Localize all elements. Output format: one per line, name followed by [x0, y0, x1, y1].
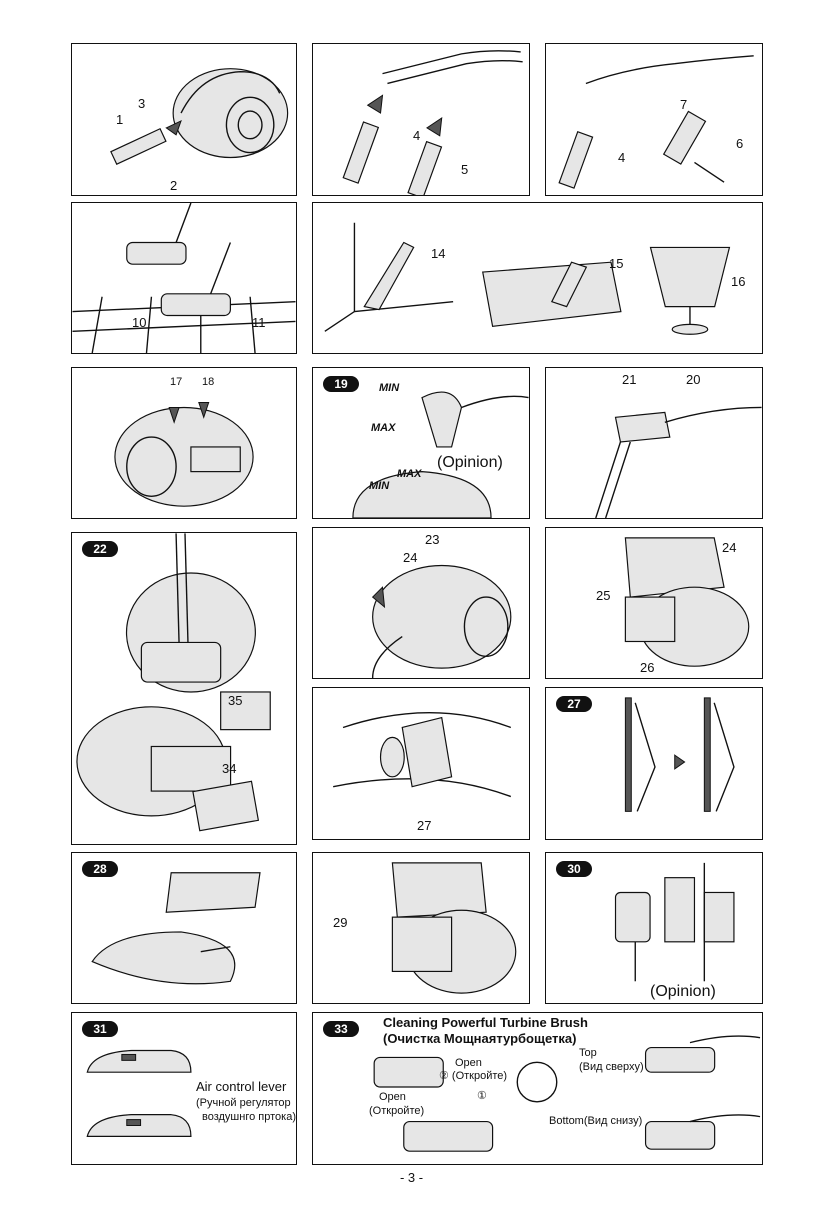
tool-holder-illustration	[614, 862, 735, 982]
new-bag-illustration	[91, 872, 261, 985]
part-label-2: 2	[170, 178, 178, 193]
bag-frame-illustration	[624, 697, 735, 812]
panel-hose-handle: 21 20	[545, 367, 763, 519]
part-label-5: 5	[461, 162, 469, 177]
part-label-34: 34	[222, 761, 237, 776]
page-number: - 3 -	[399, 1170, 424, 1185]
open-label-2-ru: (Откройте)	[369, 1105, 425, 1117]
top-view-label: Top	[579, 1047, 597, 1059]
panel-dust-box: 29	[312, 852, 530, 1004]
part-label-21: 21	[622, 372, 637, 387]
part-label-29: 29	[333, 915, 348, 930]
open-label-2: Open	[379, 1091, 406, 1103]
open-label-1-ru: ② (Откройте)	[439, 1070, 508, 1082]
part-label-24b: 24	[722, 540, 737, 555]
step-badge-22: 22	[82, 541, 118, 557]
turbine-brush-illustration	[373, 1035, 761, 1152]
part-label-14: 14	[431, 246, 446, 261]
panel-bag-holder: 27	[312, 687, 530, 840]
step-badge-28: 28	[82, 861, 118, 877]
part-label-4: 4	[413, 128, 421, 143]
bottom-view-label: Bottom(Вид снизу)	[549, 1115, 643, 1127]
opinion-note-2: (Opinion)	[650, 983, 716, 1000]
part-label-27: 27	[417, 818, 432, 833]
part-label-20: 20	[686, 372, 701, 387]
part-label-11: 11	[252, 315, 266, 330]
step-badge-33: 33	[323, 1021, 359, 1037]
part-label-23: 23	[425, 532, 440, 547]
hose-handle-illustration	[595, 406, 762, 518]
panel-tube-connection: 4 5	[312, 43, 530, 196]
part-label-24: 24	[403, 550, 418, 565]
power-switch-illustration	[114, 402, 254, 507]
vacuum-hose-illustration	[110, 68, 289, 165]
part-label-1: 1	[116, 112, 124, 127]
step-badge-27: 27	[556, 696, 592, 712]
max-label-2: MAX	[397, 468, 422, 480]
step-1-marker: ①	[477, 1090, 487, 1102]
part-label-35: 35	[228, 693, 243, 708]
part-label-15: 15	[609, 256, 624, 271]
panel-new-bag: 28	[71, 852, 297, 1004]
min-label-2: MIN	[369, 480, 390, 492]
step-badge-31: 31	[82, 1021, 118, 1037]
step-badge-19: 19	[323, 376, 359, 392]
air-lever-label: Air control lever	[196, 1079, 287, 1094]
panel-bag-frame: 27	[545, 687, 763, 840]
panel-tube-adjust: 4 6 7	[545, 43, 763, 196]
tube-connection-illustration	[342, 50, 523, 195]
turbine-title: Cleaning Powerful Turbine Brush	[383, 1015, 588, 1030]
air-lever-label-ru-2: воздушнго пртока)	[202, 1111, 296, 1123]
panel-open-cover: 23 24	[312, 527, 530, 679]
panel-hose-connection: 1 2 3	[71, 43, 297, 196]
tube-adjust-illustration	[558, 55, 754, 189]
storage-filter-illustration	[76, 533, 271, 832]
panel-air-lever: 31 Air control lever (Ручной регулятор в…	[71, 1012, 297, 1165]
panel-tool-holder: 30 (Opinion)	[545, 852, 763, 1004]
part-label-18: 18	[202, 376, 215, 388]
part-label-25: 25	[596, 588, 611, 603]
turbine-title-ru: (Очистка Мощнаятурбощетка)	[383, 1031, 577, 1046]
min-label: MIN	[379, 382, 400, 394]
remove-bag-illustration	[624, 537, 750, 667]
suction-control-illustration	[352, 391, 529, 518]
bag-holder-illustration	[333, 711, 512, 798]
floor-nozzle-illustration	[72, 203, 296, 353]
top-view-label-ru: (Вид сверху)	[579, 1061, 644, 1073]
accessories-illustration	[324, 222, 731, 335]
air-lever-label-ru-1: (Ручной регулятор	[196, 1097, 291, 1109]
panel-accessories: 14 15 16	[312, 202, 763, 354]
panel-suction-control: 19 MIN MAX MIN MAX (Opinion)	[312, 367, 530, 519]
step-badge-30: 30	[556, 861, 592, 877]
dust-box-illustration	[391, 862, 517, 994]
part-label-10: 10	[132, 315, 147, 330]
part-label-3: 3	[138, 96, 146, 111]
air-lever-illustration	[86, 1049, 192, 1137]
panel-storage-filter: 22 35 34	[71, 532, 297, 845]
panel-floor-nozzle: 10 11	[71, 202, 297, 354]
part-label-17: 17	[170, 376, 183, 388]
part-label-26: 26	[640, 660, 655, 675]
panel-turbine-brush: 33 Cleaning Powerful Turbine Brush (Очис…	[312, 1012, 763, 1165]
panel-remove-bag: 24 25 26	[545, 527, 763, 679]
open-cover-illustration	[371, 564, 512, 678]
part-label-16: 16	[731, 274, 746, 289]
part-label-7: 7	[680, 97, 688, 112]
panel-power-switch: 17 18	[71, 367, 297, 519]
open-label-1: Open	[455, 1057, 482, 1069]
max-label: MAX	[371, 422, 396, 434]
opinion-note: (Opinion)	[437, 454, 503, 471]
part-label-6: 6	[736, 136, 744, 151]
part-label-4b: 4	[618, 150, 626, 165]
